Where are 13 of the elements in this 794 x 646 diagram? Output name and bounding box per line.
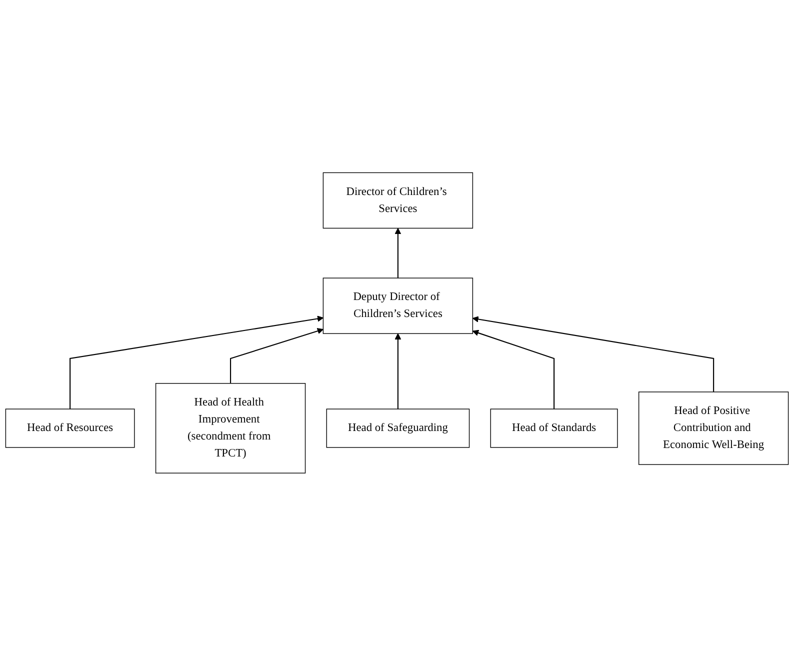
node-box: Head of Resources xyxy=(5,408,135,448)
node-box: Head of Standards xyxy=(490,408,618,448)
arrow xyxy=(70,316,324,410)
node-box: Head of Health Improvement (secondment from TPCT) xyxy=(155,383,306,474)
arrow xyxy=(472,330,555,410)
node-box: Deputy Director of Children’s Services xyxy=(322,278,474,334)
arrow xyxy=(394,333,402,410)
node-box: Director of Children’s Services xyxy=(322,172,474,229)
arrow xyxy=(230,328,324,384)
arrow xyxy=(472,316,714,392)
arrow xyxy=(394,228,402,278)
node-box: Head of Positive Contribution and Economic Well-Being xyxy=(638,392,789,465)
node-box: Head of Safeguarding xyxy=(326,408,470,448)
